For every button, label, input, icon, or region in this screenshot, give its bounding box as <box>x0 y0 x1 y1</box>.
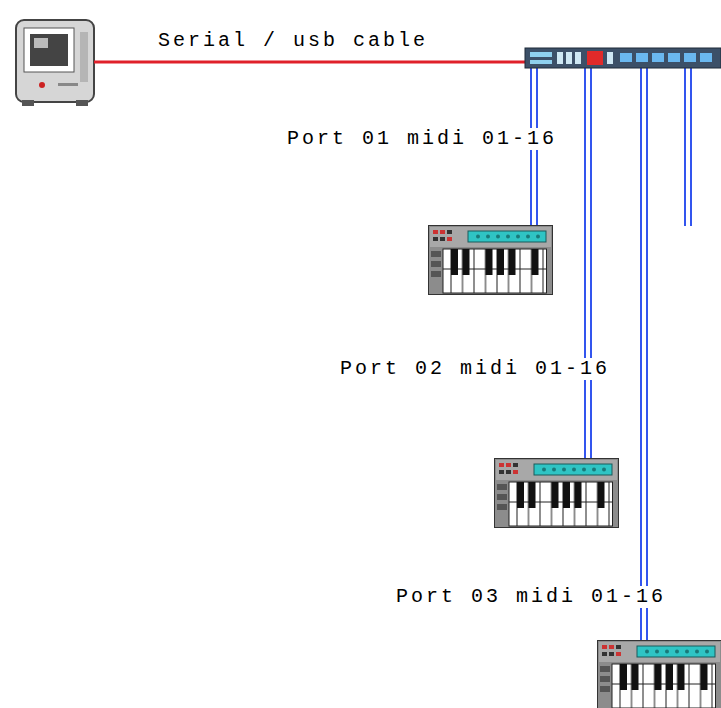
serial-cable <box>94 61 526 64</box>
port-label: Port 03 midi 01-16 <box>394 586 668 608</box>
computer-icon <box>16 20 94 106</box>
port-label: Port 02 midi 01-16 <box>338 358 612 380</box>
midi-keyboard <box>495 459 619 528</box>
midi-interface <box>525 48 721 68</box>
midi-cables <box>531 68 691 641</box>
midi-keyboard <box>429 226 553 295</box>
cable-label: Serial / usb cable <box>156 30 430 52</box>
midi-keyboard <box>598 641 721 708</box>
port-label: Port 01 midi 01-16 <box>285 128 559 150</box>
